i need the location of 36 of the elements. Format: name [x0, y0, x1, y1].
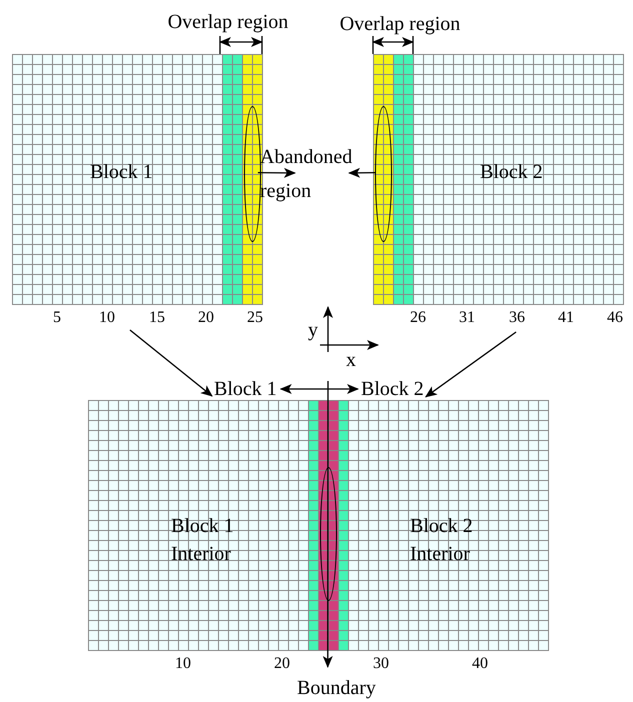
tick-label: 30 — [373, 655, 389, 673]
tick-label: 36 — [509, 309, 525, 327]
tick-label: 31 — [459, 309, 475, 327]
tick-label: 15 — [149, 309, 165, 327]
tick-label: 46 — [607, 309, 623, 327]
block-label: Block 2 — [480, 160, 544, 185]
arrow — [280, 384, 359, 394]
axis-label: x — [346, 351, 356, 369]
tick-label: 10 — [175, 655, 191, 673]
region-label: Boundary — [297, 675, 376, 701]
block-label: Block 1 — [90, 160, 154, 185]
mesh-grid — [88, 400, 549, 651]
region-label: Block 1 — [214, 376, 277, 402]
tick-label: 26 — [410, 309, 426, 327]
tick-label: 5 — [53, 309, 61, 327]
tick-label: 40 — [472, 655, 488, 673]
tick-label: 20 — [274, 655, 290, 673]
tick-label: 25 — [247, 309, 263, 327]
arrow — [130, 330, 213, 397]
arrow — [424, 331, 516, 398]
mesh-grid — [373, 54, 624, 305]
arrow — [322, 381, 333, 668]
block-label: Block 1 Interior — [171, 514, 235, 567]
tick-label: 10 — [99, 309, 115, 327]
tick-label: 20 — [198, 309, 214, 327]
dimension-label: Overlap region — [340, 12, 460, 36]
dimension-label: Overlap region — [168, 10, 288, 34]
axis-label: y — [308, 321, 318, 339]
arrow — [258, 168, 296, 178]
tick-label: 41 — [558, 309, 574, 327]
ellipse-marker — [320, 467, 337, 601]
ellipse-marker — [244, 106, 261, 242]
block-label: Block 2 Interior — [410, 514, 474, 567]
region-label: Block 2 — [361, 376, 424, 402]
ellipse-marker — [375, 106, 392, 242]
arrow — [348, 168, 375, 178]
